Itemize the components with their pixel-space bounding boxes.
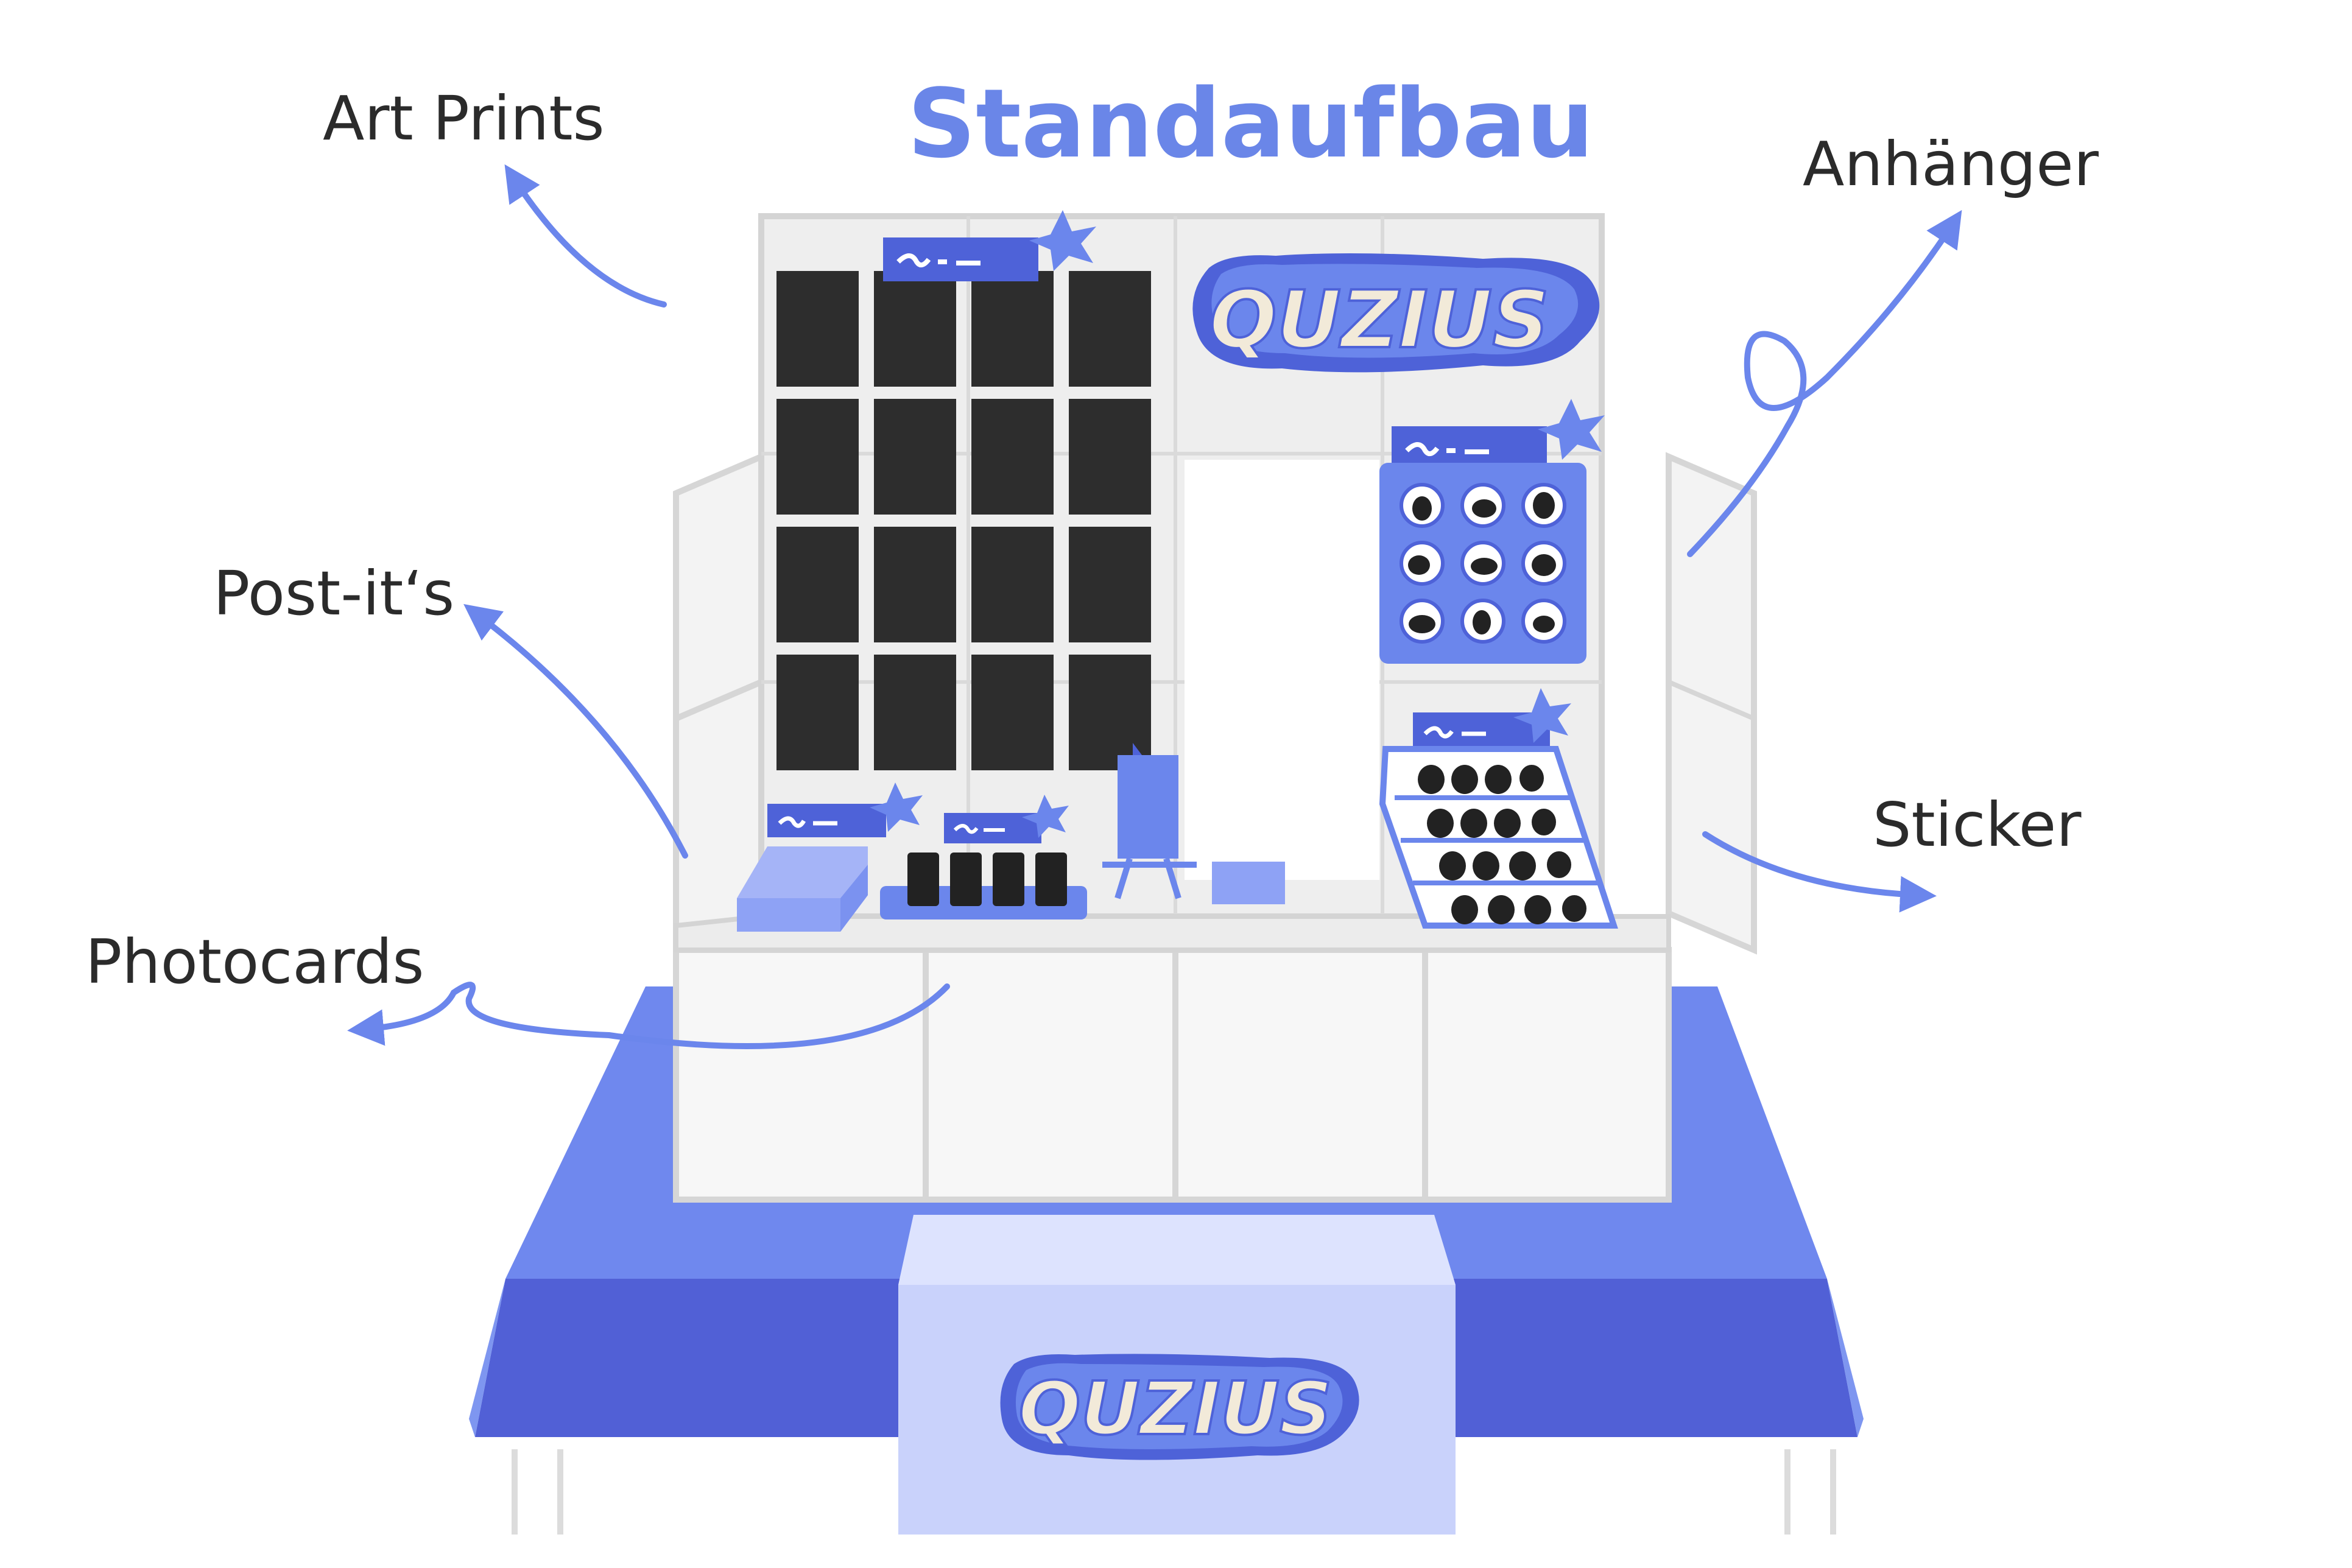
table-legs — [512, 1449, 1836, 1535]
sticker-stand — [1379, 746, 1618, 929]
label-photocards: Photocards — [85, 926, 424, 997]
wall-logo: QUZIUS — [1192, 253, 1600, 373]
label-post-its: Post-it‘s — [213, 558, 455, 629]
photocard-tray — [880, 853, 1087, 919]
pendant-board — [1379, 463, 1586, 664]
runner-logo: QUZIUS — [1000, 1354, 1359, 1460]
art-prints-grid — [776, 271, 1151, 770]
arrow-anhaenger — [1687, 209, 1962, 557]
arrows — [347, 164, 1962, 1049]
svg-text:QUZIUS: QUZIUS — [1209, 273, 1549, 366]
counter-shelf — [674, 914, 1671, 952]
label-art-prints: Art Prints — [323, 83, 605, 154]
label-sticker: Sticker — [1873, 789, 2082, 860]
arrow-post-its — [463, 603, 688, 859]
arrow-art-prints — [504, 164, 667, 308]
post-it-tray — [737, 846, 868, 932]
easel-sign — [1102, 743, 1285, 904]
arrow-sticker — [1702, 831, 1937, 913]
base-cubes — [673, 947, 1672, 1203]
page-title: Standaufbau — [907, 68, 1594, 179]
svg-text:QUZIUS: QUZIUS — [1019, 1367, 1333, 1452]
label-anhaenger: Anhänger — [1803, 128, 2099, 200]
arrow-photocards — [347, 982, 950, 1049]
